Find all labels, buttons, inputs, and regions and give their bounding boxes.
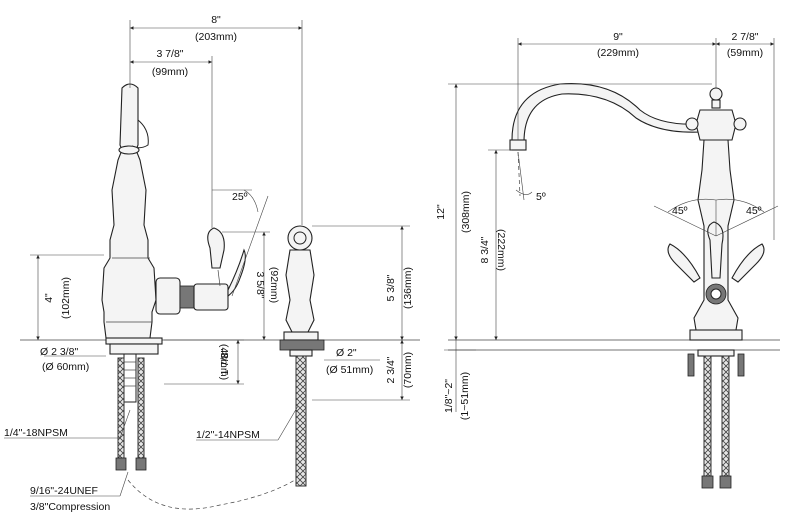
handle-angle-lines-right: 45º 45º [653,198,779,237]
shank-length-mm-label: (48mm) [218,344,230,380]
spray-shank-mm-label: (70mm) [402,352,414,388]
faucet-shank-right [687,349,745,489]
connector-compression-label: 3/8"Compression [30,501,110,513]
height-spout-mm-label: (222mm) [495,229,507,271]
dim-angle-handle-left: 25º [212,189,269,297]
dim-width-handle-left: 3 7/8" (99mm) [130,48,213,228]
side-spray-view: 5 3/8" (136mm) Ø 2" (Ø 51mm) 2 3/4" (70m… [196,225,414,487]
spray-diameter-label: Ø 2" [336,347,357,359]
faucet-body-left [101,83,157,339]
side-spray-hose [295,355,307,487]
spout-reach-label: 9" [613,31,623,43]
height-body-label: 4" [43,293,55,303]
spray-thread-label: 1/2"-14NPSM [196,429,260,441]
dim-spout-reach-right: 9" (229mm) 2 7/8" (59mm) [517,31,775,240]
width-overall-label: 8" [211,14,221,26]
faucet-spout-right: 5º [509,82,703,203]
dim-width-overall-left: 8" (203mm) [129,14,303,225]
right-faucet-view: 5º [435,31,780,489]
side-spray-head [279,225,325,357]
width-overall-mm-label: (203mm) [195,31,237,43]
dim-deck-thickness-right: 1/8"~2" (1~51mm) [443,340,476,420]
left-faucet-view: 8" (203mm) 3 7/8" (99mm) 25º 4" (102mm) [4,14,420,513]
spray-height-mm-label: (136mm) [402,267,414,309]
height-spout-label: 8 3/4" [479,236,491,263]
height-overall-mm-label: (308mm) [460,191,472,233]
dim-spray-diameter: Ø 2" (Ø 51mm) [324,347,380,376]
base-diameter-mm-label: (Ø 60mm) [42,361,89,373]
base-diameter-label: Ø 2 3/8" [40,346,78,358]
dim-height-handle-left: 3 5/8" (92mm) [222,231,280,340]
deck-thickness-label: 1/8"~2" [443,379,455,413]
spray-thread-callout: 1/2"-14NPSM [196,405,299,441]
handle-offset-label: 2 7/8" [731,31,758,43]
dim-height-spray: 5 3/8" (136mm) [312,225,414,340]
faucet-handle-left [155,227,246,315]
dim-base-diameter-left: Ø 2 3/8" (Ø 60mm) [40,346,106,373]
spout-angle-label: 5º [536,191,546,203]
spray-diameter-mm-label: (Ø 51mm) [326,364,373,376]
hose-routing-dashed [127,477,299,510]
handle-angle-right-label: 45º [746,205,762,217]
handle-angle-left-label: 45º [672,205,688,217]
deck-thickness-mm-label: (1~51mm) [459,372,471,420]
width-handle-mm-label: (99mm) [152,66,188,78]
height-overall-label: 12" [435,204,447,220]
width-handle-label: 3 7/8" [156,48,183,60]
thread-callouts-left: 1/4"-18NPSM 9/16"-24UNEF 3/8"Compression [4,409,299,513]
spray-height-label: 5 3/8" [385,274,397,301]
angle-handle-label: 25º [232,191,248,203]
dim-height-body-left: 4" (102mm) [30,254,104,340]
dim-spray-shank: 2 3/4" (70mm) [312,340,414,401]
dim-height-spout-right: 8 3/4" (222mm) [479,149,512,340]
height-body-mm-label: (102mm) [60,277,72,319]
supply-thread-label: 1/4"-18NPSM [4,427,68,439]
handle-offset-mm-label: (59mm) [727,47,763,59]
spray-shank-label: 2 3/4" [385,356,397,383]
dim-height-overall-right: 12" (308mm) [435,83,712,340]
faucet-shank-left [105,337,163,471]
height-handle-label: 3 5/8" [254,271,266,298]
spout-reach-mm-label: (229mm) [597,47,639,59]
dim-shank-left: 1 7/8" (48mm) [164,339,244,385]
connector-thread-label: 9/16"-24UNEF [30,485,98,497]
height-handle-mm-label: (92mm) [268,267,280,303]
shank-length-label: 1 7/8" [219,348,231,375]
